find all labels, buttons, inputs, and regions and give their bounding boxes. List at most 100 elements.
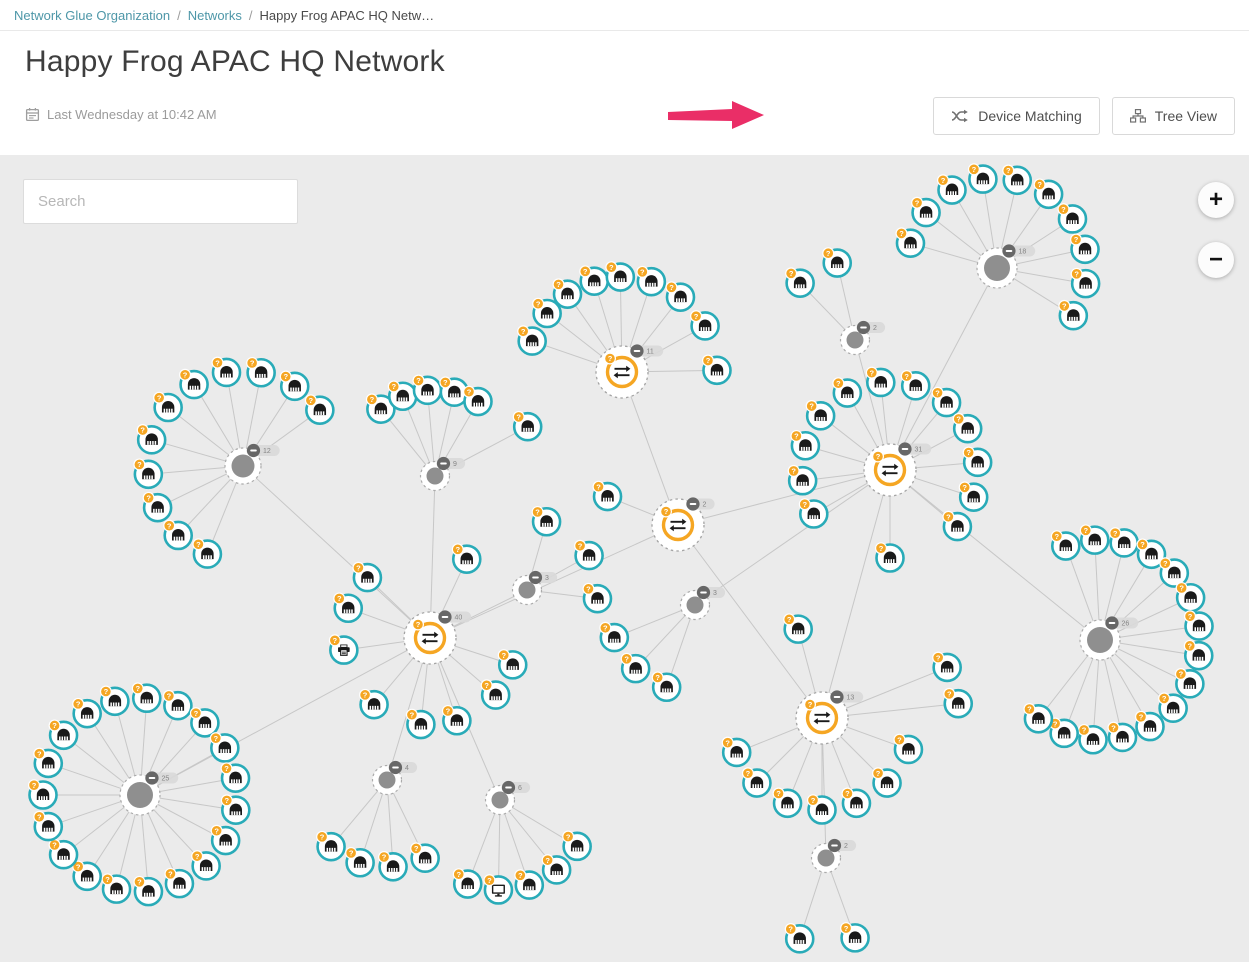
hub-node[interactable]: 2	[839, 320, 886, 356]
device-node[interactable]: ?	[841, 787, 872, 819]
device-node[interactable]: ?	[328, 634, 359, 665]
device-node[interactable]: ?	[33, 810, 64, 842]
device-node[interactable]: ?	[378, 850, 408, 882]
device-node[interactable]: ?	[162, 689, 193, 721]
device-node[interactable]: ?	[1175, 581, 1206, 613]
device-node[interactable]: ?	[153, 391, 183, 423]
device-node[interactable]: ?	[279, 370, 310, 402]
switch-node[interactable]: ?13	[795, 690, 864, 745]
device-node[interactable]: ?	[209, 732, 240, 763]
collapse-badge[interactable]: 2	[827, 838, 857, 853]
device-node[interactable]: ?	[1023, 703, 1054, 734]
device-node[interactable]: ?	[822, 247, 853, 278]
device-node[interactable]: ?	[579, 265, 610, 296]
hub-node[interactable]: 12	[224, 443, 280, 485]
device-node[interactable]: ?	[783, 613, 813, 644]
collapse-badge[interactable]: 3	[696, 585, 726, 600]
device-node[interactable]: ?	[893, 733, 924, 765]
device-node[interactable]: ?	[787, 464, 818, 496]
collapse-badge[interactable]: 9	[436, 456, 466, 471]
hub-node[interactable]: 3	[679, 585, 726, 621]
hub-node[interactable]: 3	[511, 570, 558, 606]
device-node[interactable]: ?	[483, 874, 514, 905]
device-node[interactable]: ?	[785, 267, 815, 298]
collapse-badge[interactable]: 4	[388, 760, 418, 775]
device-node[interactable]: ?	[512, 410, 543, 442]
device-node[interactable]: ?	[1135, 710, 1165, 742]
breadcrumb-link-organization[interactable]: Network Glue Organization	[14, 7, 171, 23]
device-node[interactable]: ?	[1159, 557, 1190, 588]
device-node[interactable]: ?	[1058, 299, 1089, 331]
device-node[interactable]: ?	[636, 265, 667, 297]
device-node[interactable]: ?	[304, 394, 335, 425]
collapse-badge[interactable]: 25	[145, 771, 179, 785]
device-node[interactable]: ?	[962, 446, 993, 478]
device-node[interactable]: ?	[246, 356, 276, 388]
device-node[interactable]: ?	[865, 366, 896, 398]
device-node[interactable]: ?	[452, 868, 483, 899]
device-node[interactable]: ?	[790, 429, 821, 461]
device-node[interactable]: ?	[832, 377, 863, 408]
device-node[interactable]: ?	[772, 787, 803, 819]
device-node[interactable]: ?	[441, 704, 472, 736]
device-node[interactable]: ?	[220, 794, 251, 825]
device-node[interactable]: ?	[517, 325, 547, 356]
device-node[interactable]: ?	[497, 649, 528, 680]
collapse-badge[interactable]: 2	[856, 320, 886, 335]
device-node[interactable]: ?	[1109, 527, 1139, 558]
device-node[interactable]: ?	[451, 543, 482, 574]
collapse-badge[interactable]: 12	[246, 443, 280, 458]
device-node[interactable]: ?	[210, 824, 241, 856]
device-node[interactable]: ?	[345, 846, 375, 878]
switch-node[interactable]: ?2	[651, 497, 715, 552]
collapse-badge[interactable]: 6	[501, 780, 531, 795]
device-node[interactable]: ?	[531, 505, 562, 537]
device-node[interactable]: ?	[605, 261, 636, 292]
device-node[interactable]: ?	[532, 297, 562, 329]
collapse-badge[interactable]: 13	[830, 690, 864, 704]
device-node[interactable]: ?	[99, 685, 130, 717]
device-node[interactable]: ?	[412, 374, 443, 406]
device-node[interactable]: ?	[365, 393, 396, 424]
device-node[interactable]: ?	[900, 370, 931, 401]
device-node[interactable]: ?	[1136, 538, 1167, 570]
device-node[interactable]: ?	[133, 875, 164, 907]
device-node[interactable]: ?	[28, 779, 58, 810]
device-node[interactable]: ?	[651, 671, 682, 703]
device-node[interactable]: ?	[840, 922, 870, 953]
device-node[interactable]: ?	[582, 582, 613, 614]
device-node[interactable]: ?	[133, 458, 164, 490]
search-input[interactable]	[23, 179, 298, 224]
device-node[interactable]: ?	[136, 424, 167, 455]
device-node[interactable]: ?	[1002, 164, 1033, 196]
device-node[interactable]: ?	[690, 310, 720, 341]
zoom-in-button[interactable]: +	[1198, 182, 1234, 218]
device-node[interactable]: ?	[359, 688, 389, 720]
collapse-badge[interactable]: 2	[686, 497, 715, 511]
device-node[interactable]: ?	[942, 510, 973, 542]
zoom-out-button[interactable]: −	[1198, 242, 1234, 278]
device-matching-button[interactable]: Device Matching	[933, 97, 1100, 135]
device-node[interactable]: ?	[541, 854, 572, 885]
device-node[interactable]: ?	[574, 539, 604, 571]
device-node[interactable]: ?	[1050, 530, 1081, 561]
device-node[interactable]: ?	[741, 767, 772, 798]
device-node[interactable]: ?	[163, 519, 194, 551]
device-node[interactable]: ?	[192, 538, 223, 569]
device-node[interactable]: ?	[72, 697, 102, 729]
hub-node[interactable]: 4	[371, 760, 418, 796]
hub-node[interactable]: 18	[976, 244, 1036, 289]
hub-node[interactable]: 6	[484, 780, 531, 816]
device-node[interactable]: ?	[1183, 639, 1214, 671]
device-node[interactable]: ?	[101, 873, 132, 904]
device-node[interactable]: ?	[352, 561, 383, 593]
device-node[interactable]: ?	[932, 651, 962, 683]
device-node[interactable]: ?	[131, 682, 162, 714]
device-node[interactable]: ?	[463, 385, 493, 417]
device-node[interactable]: ?	[798, 498, 829, 529]
device-node[interactable]: ?	[665, 281, 696, 312]
device-node[interactable]: ?	[142, 491, 173, 523]
device-node[interactable]: ?	[1078, 723, 1108, 755]
device-node[interactable]: ?	[387, 380, 418, 412]
breadcrumb-link-networks[interactable]: Networks	[187, 7, 242, 23]
